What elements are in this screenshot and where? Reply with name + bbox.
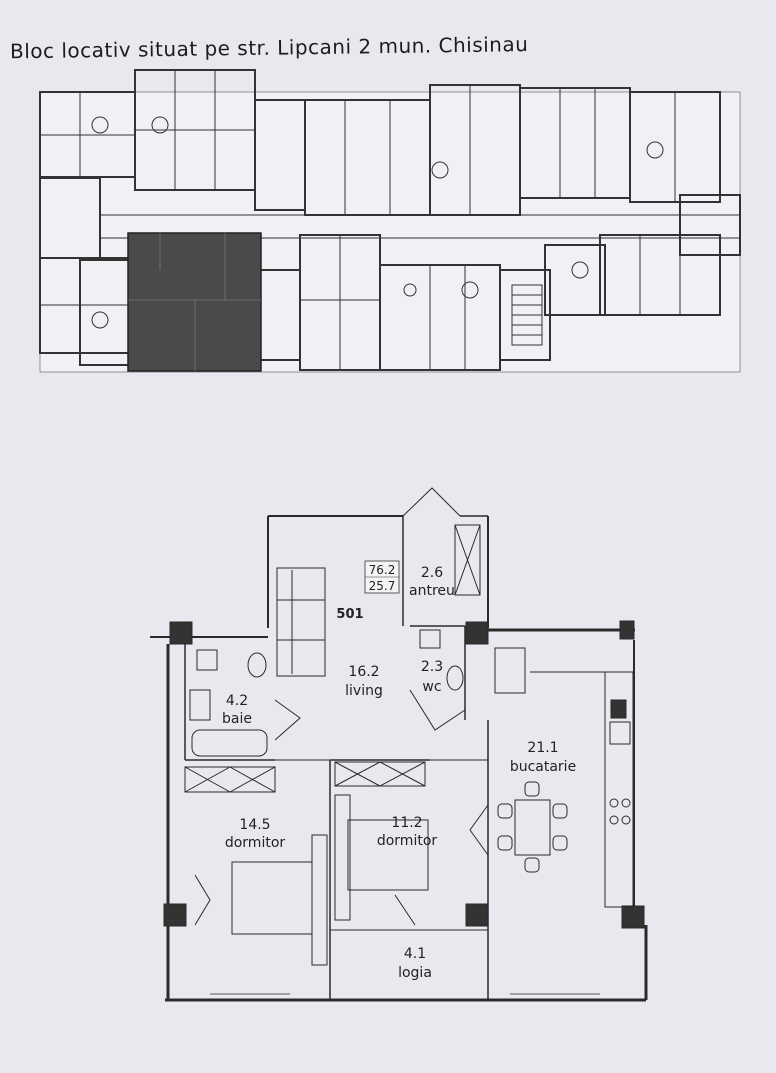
- highlighted-apartment: [127, 232, 262, 372]
- bucatarie-name: bucatarie: [510, 759, 576, 775]
- dormitor2-area: 11.2: [391, 815, 422, 831]
- dormitor1-area: 14.5: [239, 817, 270, 833]
- bucatarie-area: 21.1: [527, 740, 558, 756]
- apartment-number: 501: [336, 607, 363, 622]
- dormitor1-name: dormitor: [225, 835, 286, 851]
- logia-name: logia: [398, 965, 432, 981]
- antreu-area: 2.6: [421, 565, 443, 581]
- baie-name: baie: [222, 711, 252, 727]
- living-area-label: 25.7: [369, 579, 396, 593]
- wc-area: 2.3: [421, 659, 443, 675]
- total-area-label: 76.2: [369, 563, 396, 577]
- baie-area: 4.2: [226, 693, 248, 709]
- logia-area: 4.1: [404, 946, 426, 962]
- wc-name: wc: [422, 679, 441, 695]
- living-area: 16.2: [348, 664, 379, 680]
- dormitor2-name: dormitor: [377, 833, 438, 849]
- apartment-plan: [150, 487, 648, 1002]
- antreu-name: antreu: [409, 583, 455, 599]
- living-name: living: [345, 683, 383, 699]
